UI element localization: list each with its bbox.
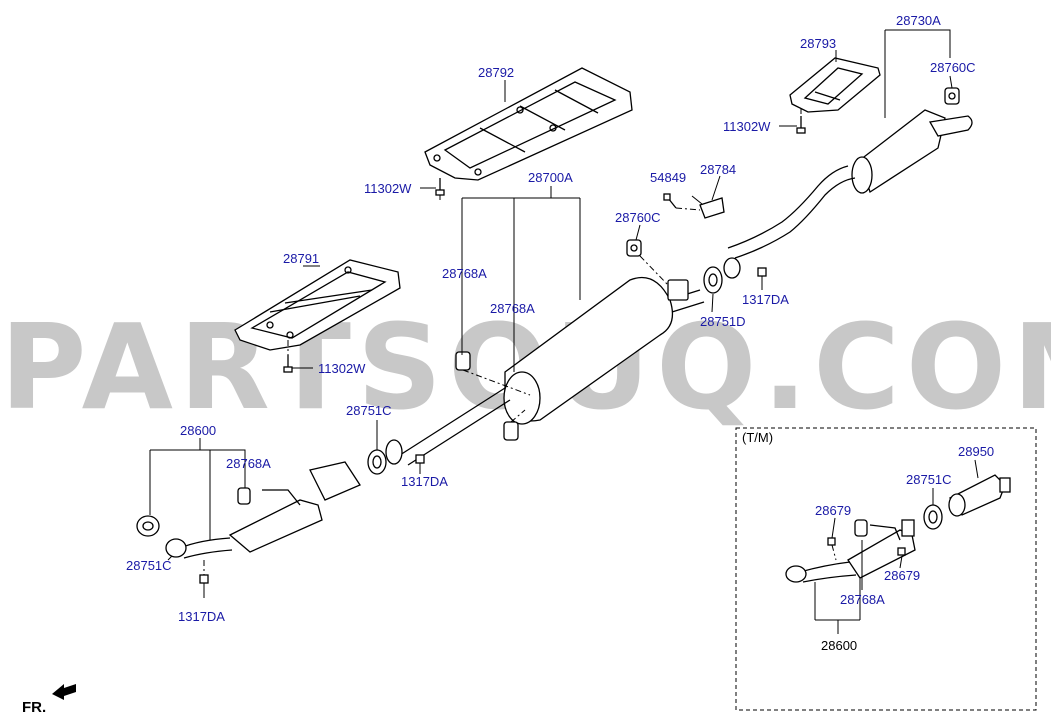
label-28600[interactable]: 28600 (180, 423, 216, 438)
label-28751d[interactable]: 28751D (700, 314, 746, 329)
label-28768a-inset[interactable]: 28768A (840, 592, 885, 607)
heat-protector-28791[interactable] (234, 259, 401, 351)
label-1317da-left[interactable]: 1317DA (178, 609, 225, 624)
label-28784[interactable]: 28784 (700, 162, 736, 177)
rear-muffler-28730a[interactable] (723, 109, 973, 279)
label-54849[interactable]: 54849 (650, 170, 686, 185)
nut-1317da-mid[interactable] (415, 454, 425, 464)
label-28793[interactable]: 28793 (800, 36, 836, 51)
hanger-28768a-a[interactable] (455, 351, 471, 371)
heat-protector-28792[interactable] (424, 67, 633, 181)
hanger-28760c-mid[interactable] (626, 239, 642, 257)
label-28768a-a[interactable]: 28768A (442, 266, 487, 281)
bolt-11302w-mid[interactable] (435, 178, 445, 196)
inset-gasket-28751c[interactable] (923, 504, 943, 530)
label-28760c-top[interactable]: 28760C (930, 60, 976, 75)
bolt-11302w-top[interactable] (796, 116, 806, 134)
direction-label: FR. (22, 699, 46, 716)
label-1317da-right[interactable]: 1317DA (742, 292, 789, 307)
bracket-28784[interactable] (699, 197, 725, 219)
label-28751c-inset[interactable]: 28751C (906, 472, 952, 487)
label-28679-b[interactable]: 28679 (884, 568, 920, 583)
inset-tm-box (735, 427, 1037, 711)
inset-nut-28679-b[interactable] (897, 547, 906, 556)
gasket-28751c-mid[interactable] (367, 449, 387, 475)
hanger-28768a-b[interactable] (503, 421, 519, 441)
center-muffler-28700a[interactable] (385, 276, 705, 466)
label-28600-inset[interactable]: 28600 (821, 638, 857, 653)
label-28950[interactable]: 28950 (958, 444, 994, 459)
nut-1317da-left[interactable] (199, 574, 209, 584)
inset-leader-lines (814, 459, 979, 634)
inset-hanger-28768a[interactable] (854, 519, 868, 537)
heat-protector-28793[interactable] (789, 57, 881, 113)
label-11302w-top[interactable]: 11302W (723, 119, 771, 134)
label-28679-a[interactable]: 28679 (815, 503, 851, 518)
label-28791[interactable]: 28791 (283, 251, 319, 266)
label-28751c-mid[interactable]: 28751C (346, 403, 392, 418)
hanger-28760c-top[interactable] (944, 87, 960, 105)
label-28751c-left[interactable]: 28751C (126, 558, 172, 573)
label-28768a-b[interactable]: 28768A (490, 301, 535, 316)
label-28730a[interactable]: 28730A (896, 13, 941, 28)
bolt-11302w-low[interactable] (283, 355, 293, 373)
nut-1317da-right[interactable] (757, 267, 767, 277)
inset-nut-28679-a[interactable] (827, 537, 836, 546)
inset-title: (T/M) (742, 430, 773, 445)
label-28760c-mid[interactable]: 28760C (615, 210, 661, 225)
gasket-28751d[interactable] (703, 266, 723, 294)
bolt-54849[interactable] (663, 193, 677, 209)
inset-catalytic-converter-28950[interactable] (948, 474, 1011, 517)
label-1317da-mid[interactable]: 1317DA (401, 474, 448, 489)
front-direction-arrow-icon (52, 684, 76, 700)
label-28768a-c[interactable]: 28768A (226, 456, 271, 471)
label-11302w-mid[interactable]: 11302W (364, 181, 412, 196)
label-11302w-low[interactable]: 11302W (318, 361, 366, 376)
label-28792[interactable]: 28792 (478, 65, 514, 80)
front-pipe-28600[interactable] (136, 461, 361, 559)
inset-front-pipe-28600[interactable] (785, 519, 916, 583)
leader-lines (149, 29, 953, 598)
hanger-28768a-c[interactable] (237, 487, 251, 505)
label-28700a[interactable]: 28700A (528, 170, 573, 185)
